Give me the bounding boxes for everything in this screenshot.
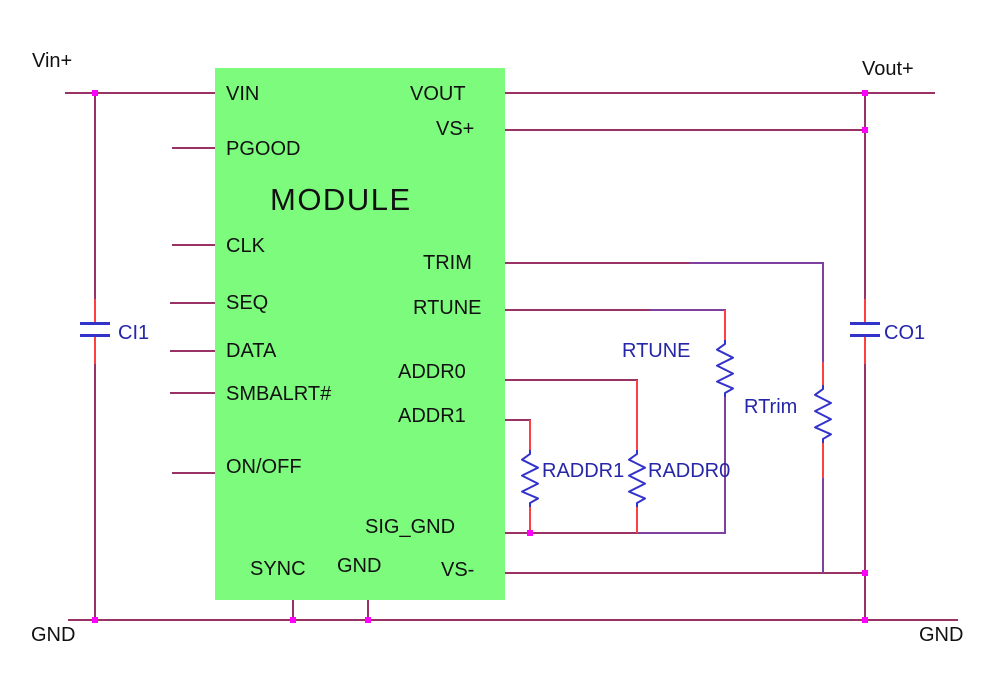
resistor-symbol-raddr1	[521, 450, 539, 507]
capacitor-plate-co1	[850, 322, 880, 325]
wire-segment	[170, 392, 215, 394]
junction-dot	[92, 90, 98, 96]
pin-label-addr0: ADDR0	[398, 361, 466, 383]
pin-label-vs-plus: VS+	[436, 118, 475, 140]
pin-label-pgood: PGOOD	[226, 138, 301, 160]
module-body: MODULE	[215, 68, 505, 600]
net-label-vin-plus: Vin+	[32, 50, 73, 72]
pin-label-addr1: ADDR1	[398, 405, 466, 427]
wire-segment	[505, 532, 637, 534]
wire-segment	[292, 600, 294, 620]
junction-dot	[92, 617, 98, 623]
wire-segment	[505, 309, 650, 311]
wire-segment	[172, 147, 215, 149]
component-label-rtrim: RTrim	[744, 396, 798, 418]
wire-segment	[529, 506, 531, 533]
wire-segment	[170, 350, 215, 352]
pin-label-rtune-pin: RTUNE	[413, 297, 482, 319]
capacitor-plate-ci1	[80, 322, 110, 325]
wire-segment	[94, 364, 96, 620]
pin-label-vout: VOUT	[410, 83, 466, 105]
component-label-raddr1: RADDR1	[542, 460, 625, 482]
wire-segment	[822, 263, 824, 362]
wire-segment	[529, 420, 531, 451]
component-label-co1: CO1	[884, 322, 926, 344]
wire-segment	[505, 129, 865, 131]
wire-segment	[864, 299, 866, 322]
wire-segment	[172, 472, 215, 474]
wire-segment	[505, 92, 935, 94]
net-label-vout-plus: Vout+	[862, 58, 914, 80]
capacitor-plate-ci1	[80, 334, 110, 337]
wire-segment	[505, 379, 638, 381]
wire-segment	[864, 93, 866, 299]
wire-segment	[637, 532, 726, 534]
junction-dot	[290, 617, 296, 623]
wire-segment	[724, 310, 726, 341]
pin-label-vin: VIN	[226, 83, 260, 105]
component-label-rtune: RTUNE	[622, 340, 691, 362]
junction-dot	[862, 617, 868, 623]
pin-label-clk: CLK	[226, 235, 265, 257]
resistor-symbol-rtune	[716, 340, 734, 397]
junction-dot	[862, 570, 868, 576]
pin-label-sync: SYNC	[250, 558, 306, 580]
wire-segment	[367, 600, 369, 620]
pin-label-data: DATA	[226, 340, 277, 362]
module-title: MODULE	[270, 182, 412, 217]
wire-segment	[65, 92, 215, 94]
wire-segment	[724, 396, 726, 533]
pin-label-gnd-pin: GND	[337, 555, 382, 577]
wire-segment	[822, 362, 824, 386]
pin-label-vs-minus: VS-	[441, 559, 475, 581]
wire-segment	[505, 419, 531, 421]
net-label-gnd-right: GND	[919, 624, 964, 646]
wire-segment	[94, 337, 96, 364]
wire-segment	[822, 478, 824, 573]
wire-segment	[822, 442, 824, 478]
component-label-ci1: CI1	[118, 322, 150, 344]
pin-label-on-off: ON/OFF	[226, 456, 302, 478]
capacitor-plate-co1	[850, 334, 880, 337]
wire-segment	[864, 337, 866, 364]
wire-segment	[636, 380, 638, 451]
resistor-symbol-raddr0	[628, 450, 646, 507]
wire-segment	[94, 299, 96, 322]
junction-dot	[862, 90, 868, 96]
wire-segment	[650, 309, 726, 311]
component-label-raddr0: RADDR0	[648, 460, 731, 482]
pin-label-seq: SEQ	[226, 292, 269, 314]
wire-segment	[864, 364, 866, 620]
wire-segment	[94, 93, 96, 299]
junction-dot	[862, 127, 868, 133]
wire-segment	[505, 572, 865, 574]
junction-dot	[527, 530, 533, 536]
wire-segment	[690, 262, 824, 264]
wire-segment	[636, 506, 638, 533]
pin-label-smbalrt: SMBALRT#	[226, 383, 332, 405]
pin-label-sig-gnd: SIG_GND	[365, 516, 456, 538]
wire-segment	[68, 619, 958, 621]
net-label-gnd-left: GND	[31, 624, 76, 646]
junction-dot	[365, 617, 371, 623]
wire-segment	[505, 262, 690, 264]
wire-segment	[170, 302, 215, 304]
wire-segment	[172, 244, 215, 246]
resistor-symbol-rtrim	[814, 385, 832, 443]
pin-label-trim: TRIM	[423, 252, 472, 274]
